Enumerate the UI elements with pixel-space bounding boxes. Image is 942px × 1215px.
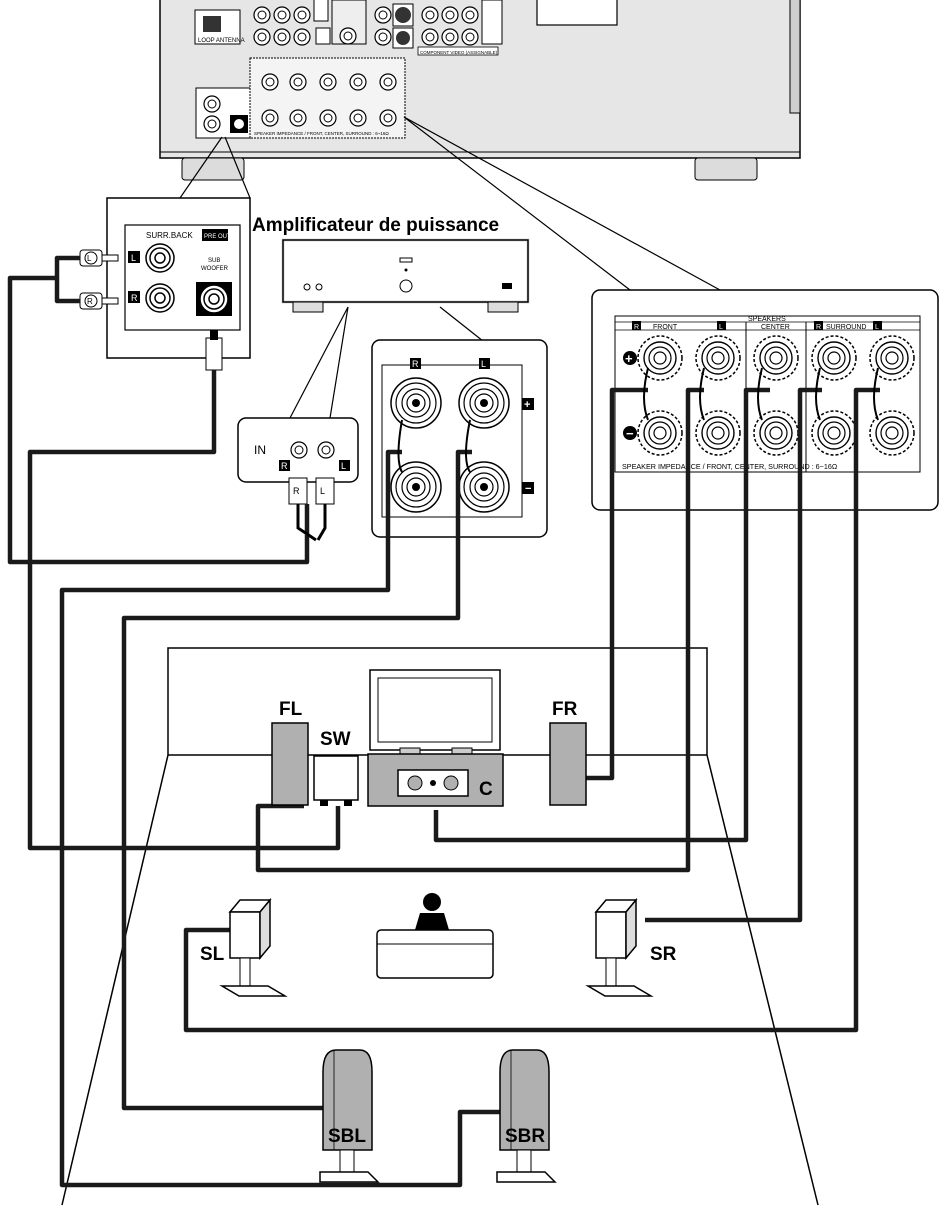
speaker-sl: SL	[200, 897, 288, 997]
amp-in-r-label: R	[281, 461, 288, 471]
surround-l: L	[875, 324, 879, 331]
component-video-label: COMPONENT VIDEO (ASSIGNABLE)	[420, 50, 498, 55]
plug-l-label: L	[87, 254, 92, 263]
woofer-label: WOOFER	[201, 266, 229, 272]
amp-in-l-label: L	[341, 461, 346, 471]
speaker-fl: FL	[271, 699, 309, 806]
sub-label: SUB	[208, 258, 220, 264]
front-label: FRONT	[653, 324, 678, 331]
preout-detail-panel: SURR.BACK PRE OUT L R SUB WOOFER L R	[79, 197, 251, 371]
amp-l-plus-terminal	[458, 377, 510, 429]
speaker-terminal-panel: SPEAKERS R FRONT L CENTER R SURROUND L +…	[591, 289, 939, 511]
center-label: CENTER	[761, 324, 790, 331]
label-sbl: SBL	[328, 1126, 366, 1147]
surr-back-label: SURR.BACK	[146, 231, 193, 240]
surround-label: SURROUND	[826, 324, 866, 331]
amp-input-panel: IN R L R L	[237, 417, 359, 505]
plug-amp-l: L	[320, 486, 325, 496]
cables	[7, 255, 880, 1188]
front-l: L	[719, 324, 723, 331]
label-sbr: SBR	[505, 1126, 545, 1147]
preout-ch-l: L	[131, 253, 136, 263]
label-sr: SR	[650, 944, 677, 965]
power-amplifier: Amplificateur de puissance	[252, 215, 530, 313]
subwoofer-jack	[199, 284, 229, 314]
surround-r: R	[816, 324, 821, 331]
amp-r-minus-terminal	[390, 461, 442, 513]
speaker-sbl: SBL	[319, 1049, 380, 1183]
amp-in-r-jack	[290, 441, 308, 459]
amp-in-l-jack	[317, 441, 335, 459]
label-fr: FR	[552, 699, 578, 720]
surr-back-l-jack	[145, 243, 175, 273]
amp-term-l: L	[481, 359, 486, 369]
speakers-label: SPEAKERS	[748, 316, 786, 323]
amp-plus: +	[524, 399, 530, 411]
plug-r-label: R	[87, 297, 93, 306]
plug-amp-r: R	[293, 486, 300, 496]
amp-title: Amplificateur de puissance	[252, 215, 499, 236]
listener-sofa	[376, 893, 494, 979]
preout-ch-r: R	[131, 293, 138, 303]
tv-and-center: C	[367, 669, 504, 807]
speaker-fr: FR	[549, 699, 587, 806]
label-sw: SW	[320, 729, 351, 750]
label-sl: SL	[200, 944, 225, 965]
receiver-rear-panel: LOOP ANTENNA COMPONENT VIDEO (ASSIGNABLE…	[159, 0, 801, 181]
panel-minus: −	[626, 426, 634, 441]
speaker-sr: SR	[585, 897, 677, 997]
amp-term-r: R	[412, 359, 419, 369]
impedance-label: SPEAKER IMPEDANCE / FRONT, CENTER, SURRO…	[622, 462, 838, 471]
panel-plus: +	[625, 351, 633, 366]
front-r: R	[634, 324, 639, 331]
amp-minus: −	[525, 483, 531, 495]
receiver-impedance-small: SPEAKER IMPEDANCE / FRONT, CENTER, SURRO…	[254, 131, 389, 136]
amp-r-plus-terminal	[390, 377, 442, 429]
amp-l-minus-terminal	[458, 461, 510, 513]
speaker-sw: SW	[313, 729, 359, 806]
label-c: C	[479, 779, 493, 800]
label-fl: FL	[279, 699, 303, 720]
surr-back-r-jack	[145, 283, 175, 313]
loop-antenna-label: LOOP ANTENNA	[198, 38, 245, 44]
pre-out-label: PRE OUT	[204, 234, 231, 240]
amp-in-label: IN	[254, 443, 266, 457]
amp-speaker-terminals: R L + −	[371, 339, 548, 538]
callout-lines	[179, 116, 721, 419]
speaker-sbr: SBR	[496, 1049, 557, 1183]
